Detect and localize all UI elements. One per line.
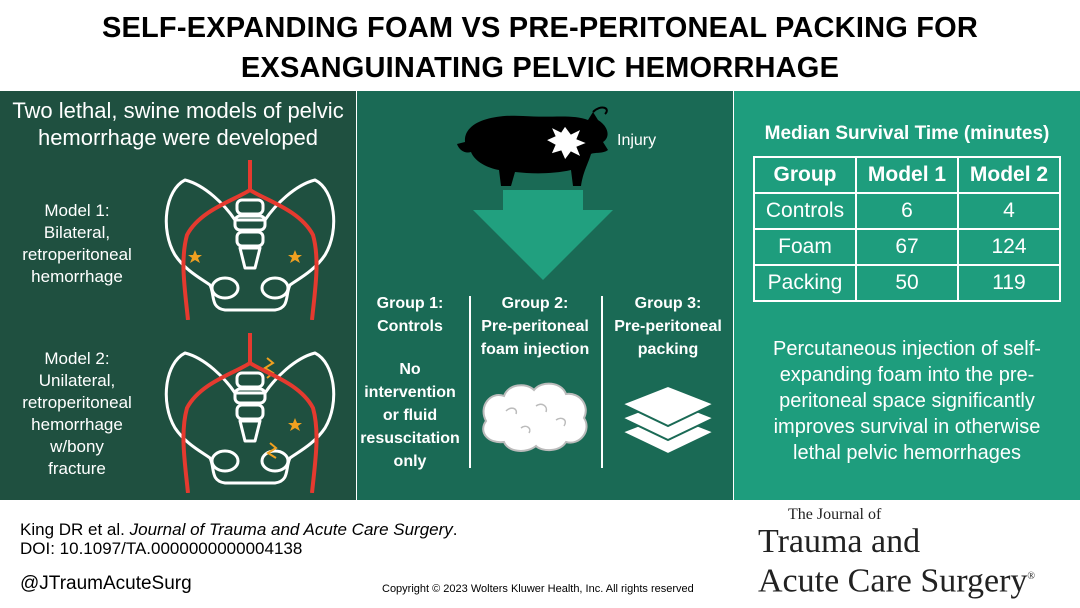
table-header-row: Group Model 1 Model 2 [753, 156, 1061, 194]
twitter-handle[interactable]: @JTraumAcuteSurg [20, 573, 192, 594]
table-cell: 119 [957, 264, 1061, 302]
pelvis-icon [164, 160, 336, 320]
table-title: Median Survival Time (minutes) [764, 123, 1050, 144]
table-row: Controls 6 4 [753, 192, 1061, 230]
injury-star-icon [288, 418, 302, 431]
foam-icon [482, 382, 588, 452]
injury-label: Injury [617, 132, 657, 149]
survival-table: Group Model 1 Model 2 Controls 6 4 Foam … [753, 156, 1061, 302]
citation: King DR et al. Journal of Trauma and Acu… [20, 520, 458, 558]
table-header: Group [753, 156, 857, 194]
injury-star-icon [188, 250, 302, 263]
table-cell: Foam [753, 228, 857, 266]
table-cell: 124 [957, 228, 1061, 266]
group-1-label: Group 1: Controls [376, 295, 444, 335]
table-row: Foam 67 124 [753, 228, 1061, 266]
table-cell: Packing [753, 264, 857, 302]
group-1-detail: No intervention or fluid resuscitation o… [360, 361, 460, 470]
gauze-stack-icon [619, 384, 717, 456]
blood-vessel-icon [181, 160, 319, 320]
burst-icon [544, 125, 589, 161]
pelvis-icon [164, 333, 336, 493]
table-row: Packing 50 119 [753, 264, 1061, 302]
pig-icon [457, 106, 608, 186]
doi: DOI: 10.1097/TA.0000000000004138 [20, 539, 303, 558]
table-cell: Controls [753, 192, 857, 230]
down-arrow-icon [473, 190, 613, 280]
table-cell: 67 [855, 228, 959, 266]
divider [469, 296, 471, 468]
table-cell: 50 [855, 264, 959, 302]
divider [601, 296, 603, 468]
copyright: Copyright © 2023 Wolters Kluwer Health, … [382, 583, 694, 595]
model-2-description: Model 2: Unilateral, retroperitoneal hem… [22, 349, 132, 478]
table-header: Model 2 [957, 156, 1061, 194]
group-3-label: Group 3: Pre-peritoneal packing [614, 295, 722, 358]
table-cell: 6 [855, 192, 959, 230]
table-header: Model 1 [855, 156, 959, 194]
title-line-1: SELF-EXPANDING FOAM VS PRE-PERITONEAL PA… [101, 12, 979, 44]
table-cell: 4 [957, 192, 1061, 230]
group-2-label: Group 2: Pre-peritoneal foam injection [480, 295, 590, 358]
models-heading: Two lethal, swine models of pelvic hemor… [12, 98, 344, 150]
journal-logo: The Journal of Trauma and Acute Care Sur… [758, 506, 1036, 600]
blood-vessel-icon [181, 333, 319, 493]
conclusion-text: Percutaneous injection of self- expandin… [773, 338, 1041, 464]
model-1-description: Model 1: Bilateral, retroperitoneal hemo… [22, 201, 132, 286]
page-title: SELF-EXPANDING FOAM VS PRE-PERITONEAL PA… [0, 8, 1080, 88]
title-line-2: EXSANGUINATING PELVIC HEMORRHAGE [240, 52, 840, 84]
